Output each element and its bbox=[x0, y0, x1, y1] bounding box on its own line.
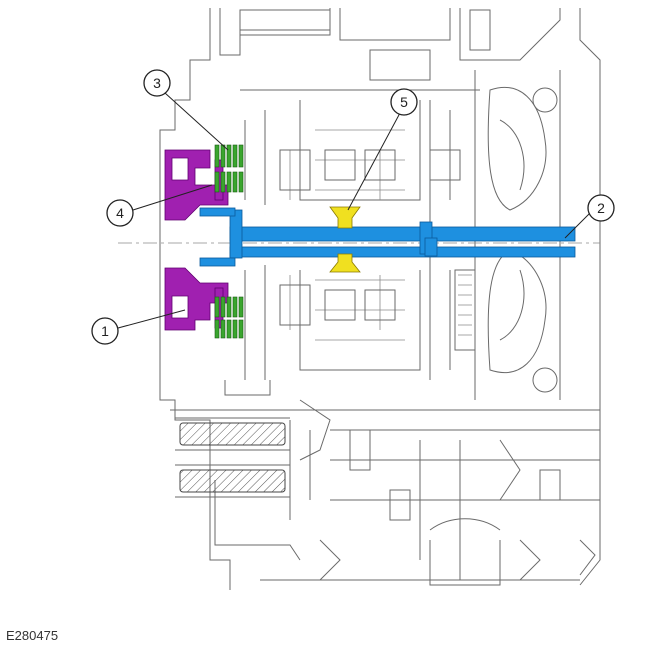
callout-label: 5 bbox=[400, 94, 408, 110]
callout-3: 3 bbox=[143, 69, 229, 151]
input-shaft bbox=[199, 207, 576, 267]
callout-label: 1 bbox=[101, 323, 109, 339]
callout-5: 5 bbox=[347, 88, 418, 211]
lower-hatched-parts bbox=[175, 417, 290, 498]
clutch-plates bbox=[214, 144, 244, 339]
callout-2: 2 bbox=[564, 194, 615, 239]
clutch-piston bbox=[164, 149, 229, 331]
figure-id: E280475 bbox=[6, 628, 59, 643]
callout-4: 4 bbox=[106, 184, 213, 227]
callout-label: 4 bbox=[116, 205, 124, 221]
callout-label: 2 bbox=[597, 200, 605, 216]
callout-1: 1 bbox=[91, 309, 186, 345]
callout-label: 3 bbox=[153, 75, 161, 91]
yellow-hub bbox=[329, 206, 361, 273]
